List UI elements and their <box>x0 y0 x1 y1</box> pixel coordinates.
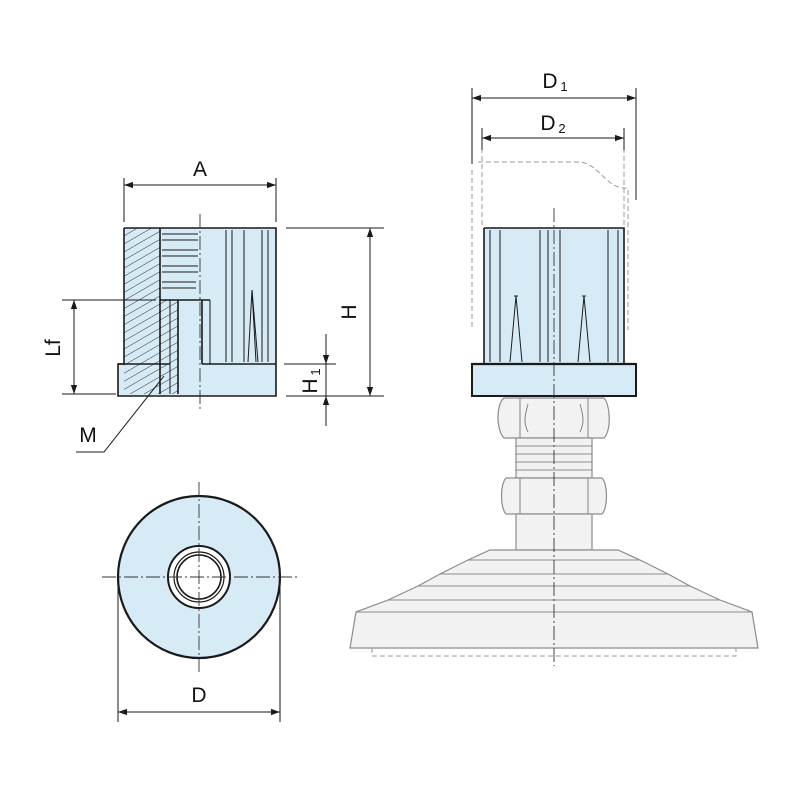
dim-label-a: A <box>193 158 207 181</box>
dim-label-d1-sub: 1 <box>560 79 567 94</box>
dim-label-d1: D <box>542 70 557 93</box>
section-hatch <box>124 228 170 394</box>
dim-label-m: M <box>79 424 97 447</box>
side-section-view: A H H 1 Lf M <box>42 158 384 453</box>
dim-label-d2: D <box>540 112 555 135</box>
assembly-view: D 1 D 2 <box>349 70 759 666</box>
top-view: D <box>102 482 298 722</box>
dim-label-d: D <box>191 684 206 707</box>
dim-label-h: H <box>338 304 361 319</box>
dim-label-lf: Lf <box>42 339 65 357</box>
thread-insert <box>160 300 178 394</box>
dim-label-d2-sub: 2 <box>558 121 565 136</box>
dim-label-h1: H <box>299 378 322 393</box>
dim-label-h1-sub: 1 <box>308 368 323 375</box>
